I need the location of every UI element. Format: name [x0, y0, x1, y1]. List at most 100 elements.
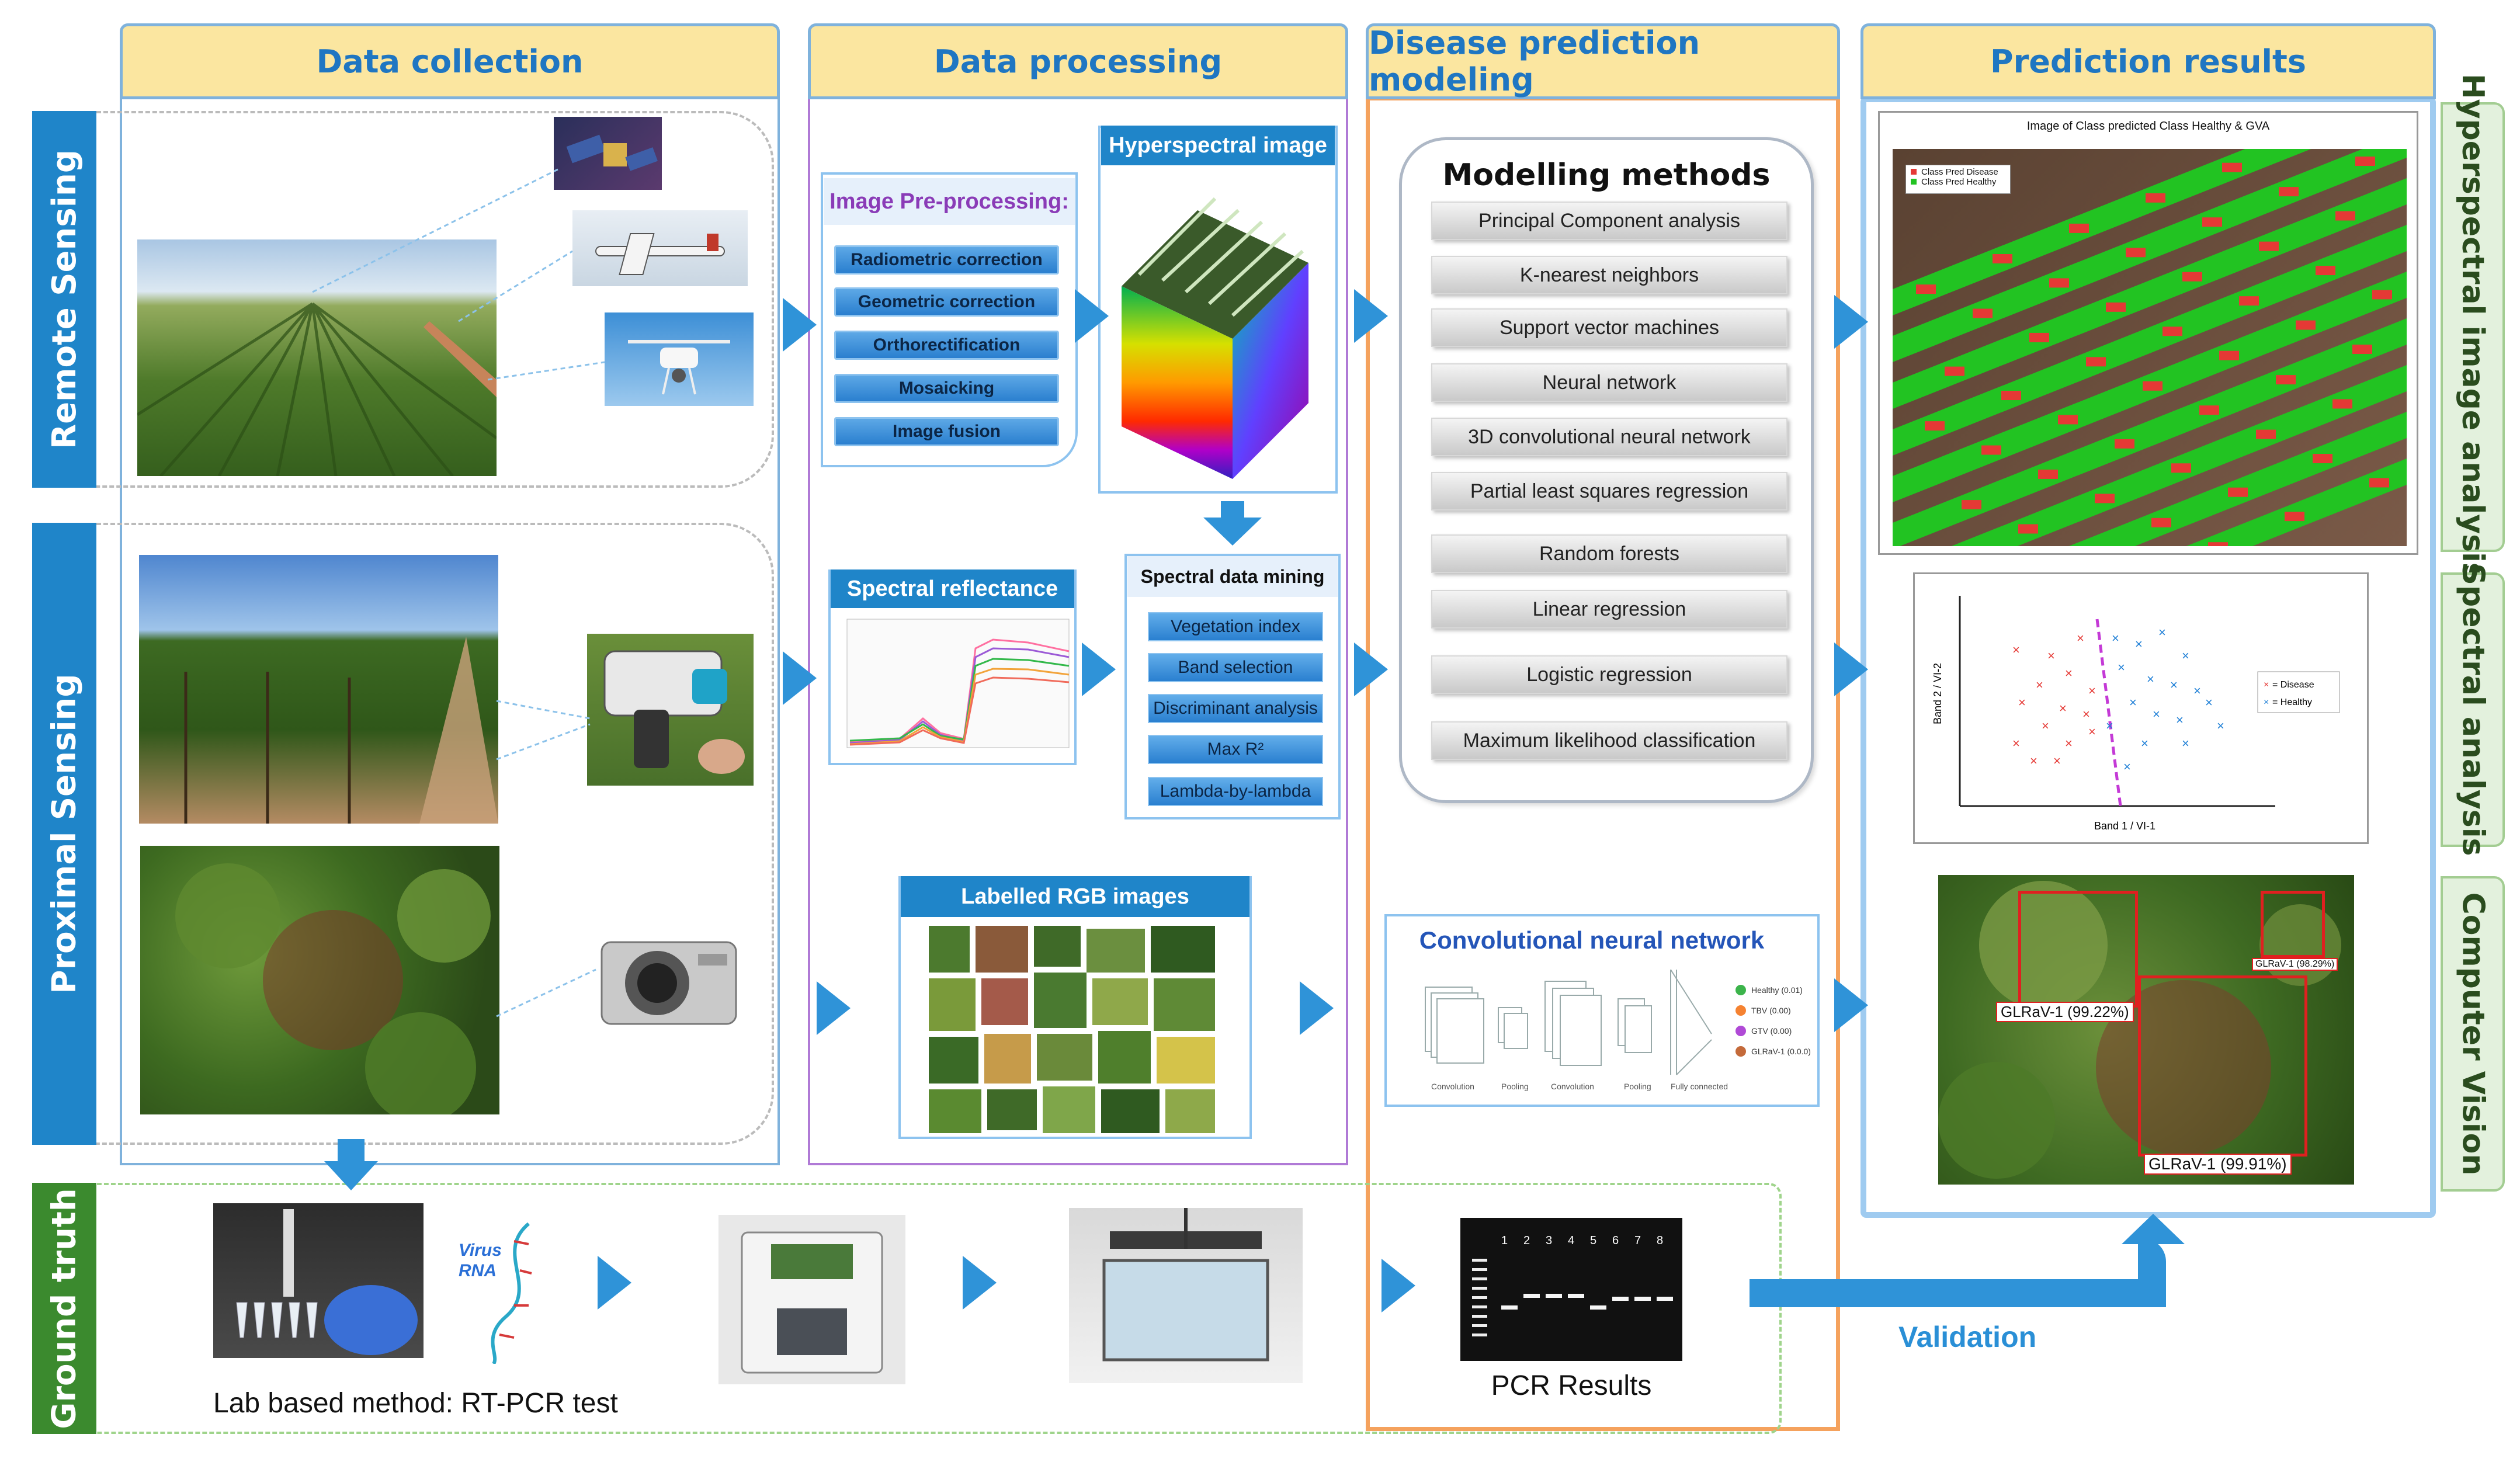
proximal-connector-lines — [496, 700, 596, 1018]
cnn-output-label: GLRaV-1 (0.0.0) — [1751, 1047, 1811, 1056]
arrow-process-to-model-1 — [1354, 289, 1388, 343]
scatter-legend-disease: = Disease — [2272, 680, 2314, 690]
healthy-vine-row — [1893, 149, 2407, 362]
hyperspectral-analysis-tab: Hyperspectral image analysis — [2441, 74, 2505, 581]
detection-label-3: GLRaV-1 (99.91%) — [2144, 1154, 2292, 1175]
healthy-point: × — [2158, 625, 2166, 640]
healthy-point: × — [2182, 648, 2189, 663]
healthy-point: × — [2141, 736, 2148, 751]
pcr-band — [1657, 1297, 1673, 1301]
healthy-point: × — [2147, 672, 2154, 686]
spectral-mining-step: Band selection — [1148, 653, 1323, 682]
disease-pixel-cluster — [2228, 487, 2248, 497]
disease-pixel-cluster — [2335, 211, 2355, 221]
detection-label-2: GLRaV-1 (98.29%) — [2252, 958, 2338, 971]
healthy-point: × — [2176, 713, 2184, 727]
gel-lane-number: 2 — [1523, 1234, 1530, 1247]
disease-pixel-cluster — [2372, 290, 2392, 300]
remote-sensing-group — [96, 111, 774, 488]
disease-pixel-cluster — [2058, 415, 2078, 425]
pcr-band — [1612, 1297, 1629, 1301]
healthy-vine-row — [1893, 149, 2311, 315]
disease-pixel-cluster — [2259, 241, 2279, 251]
gel-lane-number: 4 — [1568, 1234, 1574, 1247]
disease-pixel-cluster — [2106, 302, 2126, 312]
pcr-band — [1523, 1294, 1540, 1298]
disease-pixel-cluster — [2355, 157, 2375, 166]
disease-pixel-cluster — [2199, 405, 2219, 415]
spectral-mining-step: Discriminant analysis — [1148, 694, 1323, 723]
arrow-prepro-to-hs — [1075, 289, 1109, 343]
modelling-method-item: 3D convolutional neural network — [1431, 418, 1787, 456]
drone-image — [605, 312, 754, 406]
preprocessing-step: Orthorectification — [834, 331, 1059, 360]
arrow-model-to-result-3 — [1834, 978, 1868, 1032]
disease-pixel-cluster — [2095, 494, 2115, 503]
detection-box-2 — [2261, 891, 2325, 958]
cnn-title: Convolutional neural network — [1419, 926, 1765, 954]
arrow-collect-to-process-3 — [817, 981, 851, 1035]
ground-truth-tab: Ground truth — [32, 1183, 96, 1434]
disease-point: × — [2088, 683, 2096, 698]
cnn-architecture-icon: Convolution Pooling Convolution Pooling … — [1425, 969, 1811, 1091]
disease-point: × — [2065, 666, 2073, 680]
pcr-results-caption: PCR Results — [1491, 1370, 1652, 1401]
spectral-mining-step: Vegetation index — [1148, 612, 1323, 641]
arrow-process-to-model-3 — [1300, 981, 1334, 1035]
disease-pixel-cluster — [2143, 381, 2163, 391]
disease-pixel-cluster — [2276, 375, 2296, 385]
gel-lane-number: 7 — [1634, 1234, 1641, 1247]
computer-vision-leaves-image — [1938, 875, 2354, 1185]
spectral-mining-step: Max R² — [1148, 735, 1323, 764]
legend-healthy-row: Class Pred Healthy — [1911, 177, 2005, 187]
gel-lane-number: 5 — [1590, 1234, 1596, 1247]
disease-point: × — [2042, 718, 2049, 733]
vineyard-field-image — [137, 239, 497, 476]
pcr-band — [1590, 1305, 1606, 1310]
cnn-output-label: GTV (0.00) — [1751, 1026, 1792, 1036]
down-arrow-head — [324, 1161, 378, 1190]
virus-rna-label-2: RNA — [459, 1261, 497, 1280]
arrow-gt-2 — [963, 1256, 997, 1310]
arrow-gt-3 — [1382, 1259, 1415, 1312]
gel-electrophoresis-image — [1069, 1208, 1303, 1383]
hs-down-arrow-head — [1203, 518, 1262, 546]
disease-pixel-cluster — [2219, 350, 2239, 360]
cnn-output-label: TBV (0.00) — [1751, 1006, 1791, 1015]
disease-pixel-cluster — [2208, 542, 2228, 546]
lab-method-caption: Lab based method: RT-PCR test — [213, 1388, 618, 1419]
arrow-gt-1 — [598, 1256, 631, 1310]
disease-point: × — [2012, 643, 2020, 657]
hs-down-arrow-body — [1221, 501, 1244, 519]
modelling-method-item: Random forests — [1431, 534, 1787, 573]
cnn-layer-label: Fully connected — [1671, 1082, 1728, 1091]
disease-pixel-cluster — [2222, 162, 2242, 172]
detection-label-1: GLRaV-1 (99.22%) — [1996, 1002, 2134, 1022]
header-disease-modeling: Disease prediction modeling — [1366, 23, 1840, 99]
disease-point: × — [2088, 724, 2096, 739]
disease-pixel-cluster — [2049, 278, 2069, 288]
proximal-sensing-group — [96, 523, 774, 1145]
disease-point: × — [2012, 736, 2020, 751]
remote-connector-lines — [312, 168, 605, 381]
hypercube-icon — [1122, 197, 1308, 479]
ladder-band — [1472, 1296, 1487, 1299]
preprocessing-step: Image fusion — [834, 417, 1059, 446]
header-prediction-results: Prediction results — [1861, 23, 2436, 99]
disease-pixel-cluster — [1981, 445, 2001, 455]
arrow-refl-to-mining — [1082, 643, 1116, 696]
disease-pixel-cluster — [2171, 463, 2191, 473]
disease-pixel-cluster — [2018, 524, 2038, 534]
disease-pixel-cluster — [2279, 187, 2299, 197]
modelling-method-item: Neural network — [1431, 363, 1787, 402]
disease-pixel-cluster — [1973, 308, 1993, 318]
legend-disease-row: Class Pred Disease — [1911, 167, 2005, 177]
healthy-point: × — [2170, 678, 2178, 692]
remote-sensing-tab: Remote Sensing — [32, 111, 96, 488]
validation-arrow-horizontal — [1750, 1279, 2164, 1307]
disease-pixel-cluster — [2086, 357, 2106, 367]
spectroradiometer-image — [587, 634, 754, 786]
healthy-point: × — [2112, 631, 2119, 645]
modelling-method-item: Partial least squares regression — [1431, 472, 1787, 511]
gel-lane-number: 6 — [1612, 1234, 1619, 1247]
